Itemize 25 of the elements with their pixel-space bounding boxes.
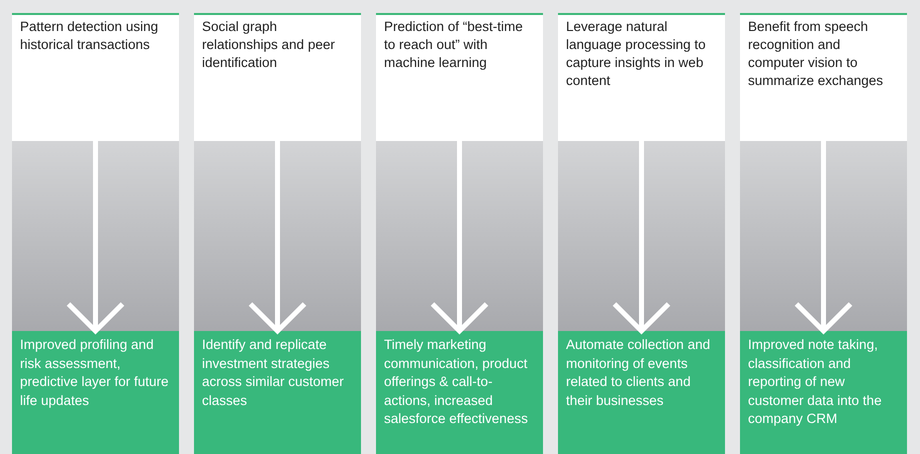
arrow — [66, 141, 125, 334]
method-box — [558, 13, 725, 141]
method-box — [194, 13, 361, 141]
outcome-box — [558, 331, 725, 454]
arrow — [430, 141, 489, 334]
outcome-box — [740, 331, 907, 454]
box-text: Timely marketing communication, product offerings & call-to-actions, increased salesforce effectiveness — [384, 337, 528, 426]
method-box — [376, 13, 543, 141]
box-text: Pattern detection using historical transactions — [20, 19, 158, 52]
box-text: Social graph relationships and peer identification — [202, 19, 335, 70]
outcome-box — [194, 331, 361, 454]
box-text: Leverage natural language processing to capture insights in web content — [566, 19, 706, 88]
outcome-box — [12, 331, 179, 454]
arrow — [248, 141, 307, 334]
outcome-box — [376, 331, 543, 454]
arrow — [612, 141, 671, 334]
method-box — [12, 13, 179, 141]
method-box — [740, 13, 907, 141]
box-text: Improved note taking, classification and reporting of new customer data into the company CRM — [748, 337, 882, 426]
box-text: Improved profiling and risk assessment, predictive layer for future life updates — [20, 337, 169, 408]
box-text: Automate collection and monitoring of events related to clients and their businesses — [566, 337, 710, 408]
box-text: Benefit from speech recognition and computer vision to summarize exchanges — [748, 19, 884, 88]
box-text: Identify and replicate investment strategies across similar customer classes — [202, 337, 344, 408]
arrow — [794, 141, 853, 334]
box-text: Prediction of “best-time to reach out” with machine learning — [384, 19, 523, 70]
